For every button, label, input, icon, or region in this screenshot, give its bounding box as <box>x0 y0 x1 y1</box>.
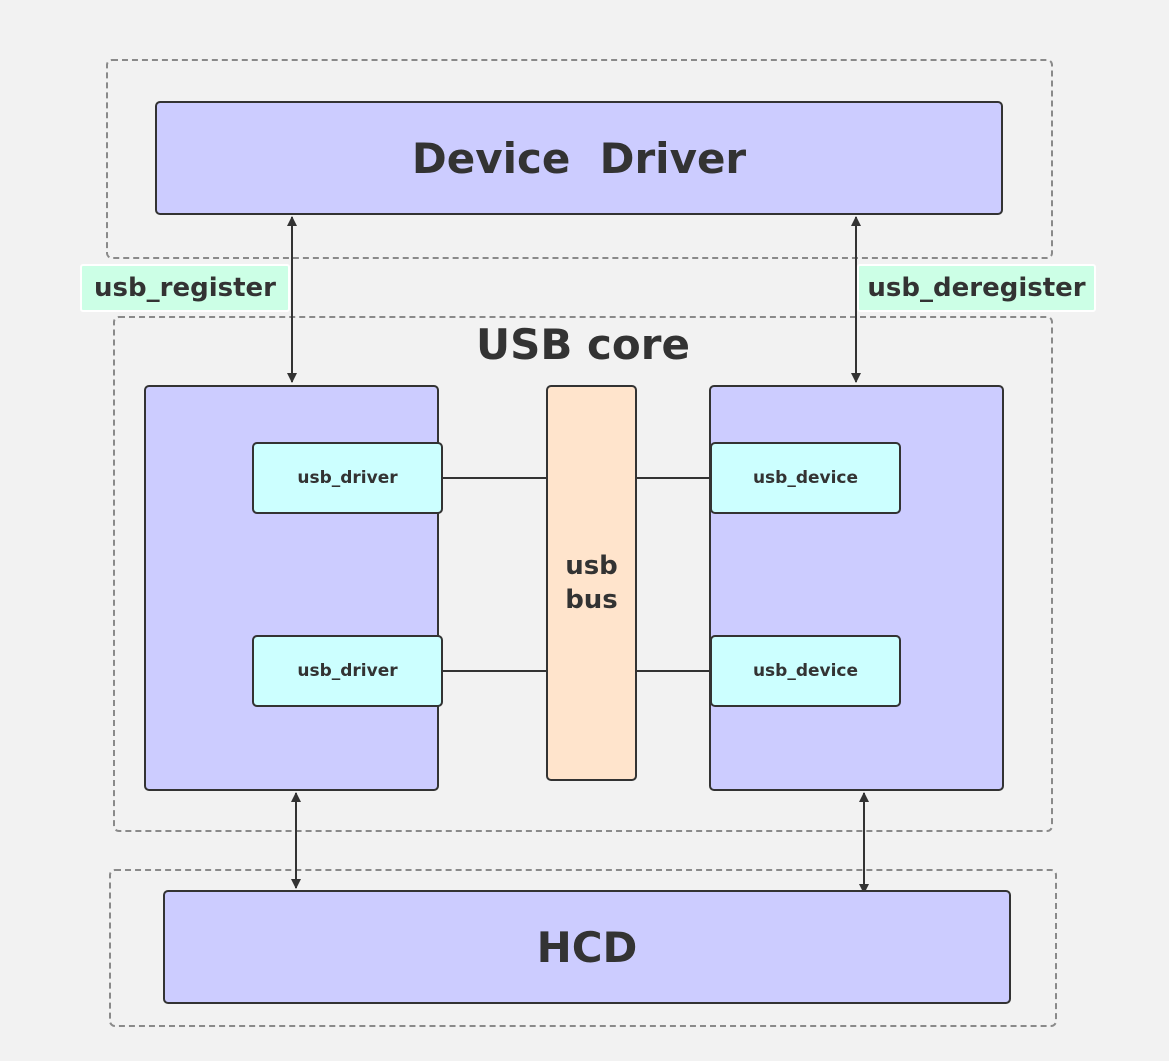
usb-driver-item-1: usb_driver <box>252 442 443 514</box>
hcd-group <box>109 869 1057 1027</box>
usb-bus-label-line2: bus <box>565 585 618 615</box>
usb-core-title: USB core <box>476 320 690 369</box>
usb-driver-item-2: usb_driver <box>252 635 443 707</box>
device-driver-box: Device Driver <box>155 101 1003 215</box>
usb-device-item-1: usb_device <box>710 442 901 514</box>
hcd-label: HCD <box>536 922 638 972</box>
usb-bus-box: usb bus <box>546 385 637 781</box>
device-driver-label: Device Driver <box>411 133 747 183</box>
usb-deregister-label: usb_deregister <box>857 264 1096 312</box>
hcd-box: HCD <box>163 890 1011 1004</box>
usb-device-item-2: usb_device <box>710 635 901 707</box>
usb-core-group <box>113 316 1053 832</box>
usb-register-label: usb_register <box>80 264 290 312</box>
usb-bus-label-line1: usb <box>565 551 618 581</box>
device-driver-group <box>106 59 1053 259</box>
